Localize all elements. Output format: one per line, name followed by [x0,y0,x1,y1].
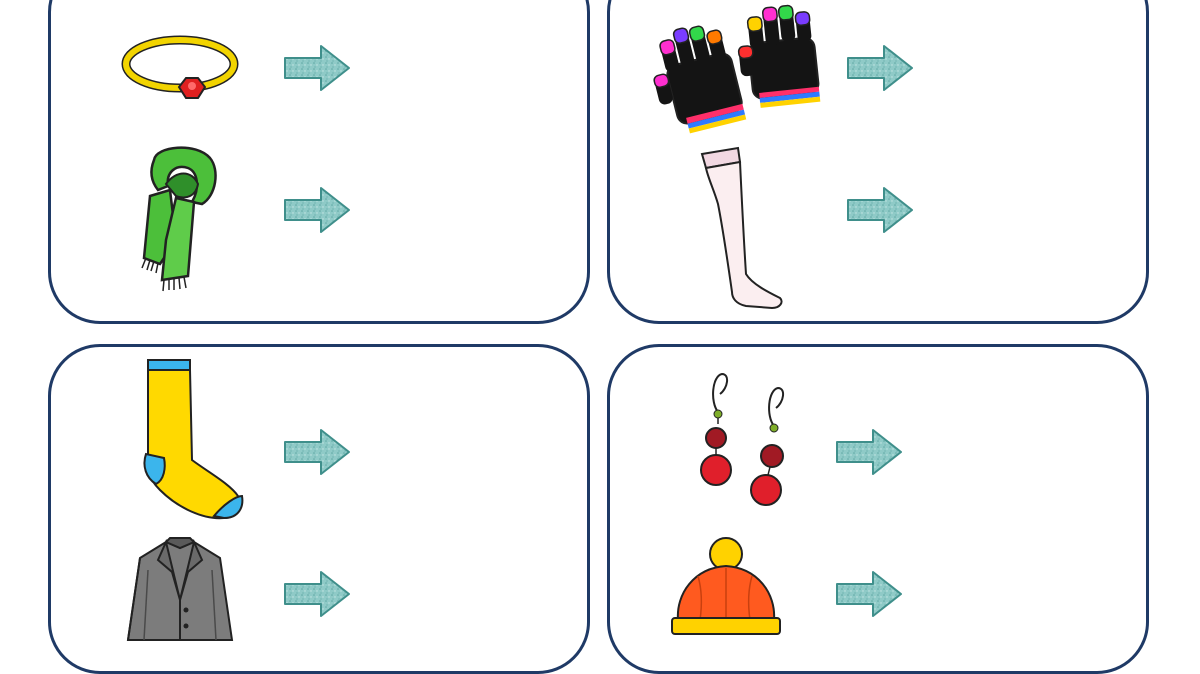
stocking-icon [696,144,788,310]
card-top-left [48,0,590,324]
arrow-icon [846,186,914,234]
earrings-icon [688,372,798,514]
bracelet-icon [120,22,240,108]
beanie-hat-icon [664,534,788,635]
arrow-icon [835,570,903,618]
sock-icon [138,356,246,526]
card-bottom-right [607,344,1149,674]
arrow-icon [283,44,351,92]
arrow-icon [846,44,914,92]
jacket-icon [120,530,240,641]
scarf-icon [136,140,224,296]
arrow-icon [283,428,351,476]
gloves-icon [653,2,832,134]
arrow-icon [283,186,351,234]
arrow-icon [835,428,903,476]
arrow-icon [283,570,351,618]
